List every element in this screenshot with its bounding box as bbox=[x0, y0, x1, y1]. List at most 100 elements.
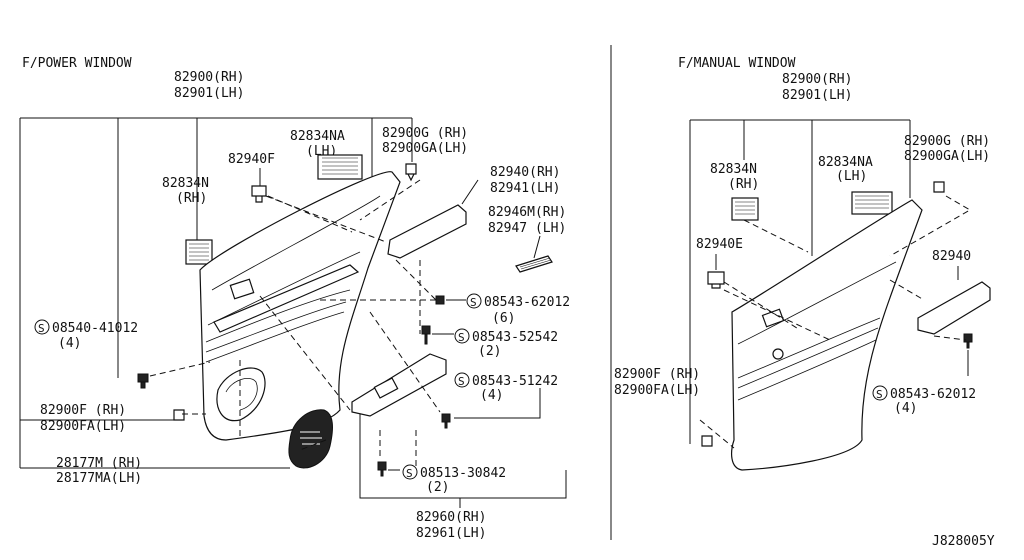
screw3-label: 08540-41012 bbox=[52, 321, 138, 336]
r-board-bracket-line bbox=[689, 119, 911, 444]
board-lh-label: 82901(LH) bbox=[174, 86, 244, 101]
window-switch bbox=[373, 377, 399, 399]
armrest-channel bbox=[213, 264, 360, 333]
clip-g-part bbox=[405, 163, 417, 182]
cover-leader bbox=[533, 235, 541, 259]
screw4-symbol bbox=[454, 372, 470, 388]
assembly-lines-right bbox=[699, 195, 971, 449]
grille-lh-label: 28177MA(LH) bbox=[56, 471, 142, 486]
screw5-symbol-letter: S bbox=[406, 467, 413, 480]
r-trim-molding bbox=[737, 317, 881, 401]
screw1-symbol bbox=[466, 293, 482, 309]
screw2-qty: (2) bbox=[478, 344, 501, 359]
armrest-part bbox=[387, 204, 467, 259]
screw2-label: 08543-52542 bbox=[472, 330, 558, 345]
screw3-symbol bbox=[34, 319, 50, 335]
clip-ga-lh-label: 82900GA(LH) bbox=[382, 141, 468, 156]
pad-n-hatch bbox=[189, 243, 209, 261]
armrest-lh-label: 82941(LH) bbox=[490, 181, 560, 196]
pad-na-hatch bbox=[322, 157, 358, 175]
r-clip-f-rh-label: 82900F (RH) bbox=[614, 367, 700, 382]
pad-na-part bbox=[317, 154, 363, 180]
screw4-label: 08543-51242 bbox=[472, 374, 558, 389]
pad-n-side-label: (RH) bbox=[176, 191, 207, 206]
board-bracket-line bbox=[19, 117, 413, 468]
speaker-grille-slot bbox=[300, 431, 322, 445]
screw4-part bbox=[441, 413, 451, 429]
screw1-label: 08543-62012 bbox=[484, 295, 570, 310]
r-pad-na-hatch bbox=[855, 195, 889, 209]
cover-rh-label: 82946M(RH) bbox=[488, 205, 566, 220]
cover-hatch bbox=[519, 257, 552, 270]
screw5-part bbox=[377, 461, 387, 477]
pad-n-label: 82834N bbox=[162, 176, 209, 191]
grille-rh-label: 28177M (RH) bbox=[56, 456, 142, 471]
speaker-grille-part bbox=[288, 409, 333, 469]
screw4-symbol-letter: S bbox=[458, 375, 465, 388]
r-pad-n-part bbox=[731, 197, 759, 221]
screw3-part bbox=[137, 373, 149, 389]
assembly-lines-left bbox=[149, 179, 441, 470]
screw2-symbol-letter: S bbox=[458, 331, 465, 344]
r-board-lh-label: 82901(LH) bbox=[782, 88, 852, 103]
trim-beltline bbox=[207, 251, 361, 326]
r-screw-symbol-letter: S bbox=[876, 388, 883, 401]
r-clip-g-rh-label: 82900G (RH) bbox=[904, 134, 990, 149]
power-window-title: F/POWER WINDOW bbox=[22, 56, 132, 71]
r-pad-n-side-label: (RH) bbox=[728, 177, 759, 192]
r-clip-fa-lh-label: 82900FA(LH) bbox=[614, 383, 700, 398]
screw5-label: 08513-30842 bbox=[420, 466, 506, 481]
trim-inner-line bbox=[211, 195, 381, 291]
screw3-qty: (4) bbox=[58, 336, 81, 351]
r-clip-g-part bbox=[933, 181, 945, 193]
power-window-section: F/POWER WINDOW 82900(RH) 82901(LH) 82834… bbox=[19, 56, 570, 541]
finisher-bracket bbox=[359, 414, 567, 499]
clip-fa-lh-label: 82900FA(LH) bbox=[40, 419, 126, 434]
clip-f-part bbox=[251, 185, 267, 203]
screw1-symbol-letter: S bbox=[470, 296, 477, 309]
r-pad-n-label: 82834N bbox=[710, 162, 757, 177]
r-pad-na-label: 82834NA bbox=[818, 155, 873, 170]
manual-window-section: F/MANUAL WINDOW 82900(RH) 82901(LH) 8290… bbox=[614, 56, 991, 471]
screw5-symbol bbox=[402, 464, 418, 480]
clip-f-rh-part bbox=[173, 409, 185, 421]
r-board-rh-label: 82900(RH) bbox=[782, 72, 852, 87]
manual-window-title: F/MANUAL WINDOW bbox=[678, 56, 796, 71]
screw4-qty: (4) bbox=[480, 388, 503, 403]
board-rh-label: 82900(RH) bbox=[174, 70, 244, 85]
screw4-leader bbox=[454, 388, 541, 419]
pull-handle-recess bbox=[229, 278, 255, 300]
pad-na-label: 82834NA bbox=[290, 129, 345, 144]
clip-g-rh-label: 82900G (RH) bbox=[382, 126, 468, 141]
trim-panel-molding bbox=[205, 289, 351, 363]
r-armrest-part bbox=[917, 281, 991, 335]
r-crank-mount bbox=[772, 348, 784, 360]
r-clip-e-label: 82940E bbox=[696, 237, 743, 252]
screw2-part bbox=[421, 325, 431, 345]
r-clip-ga-lh-label: 82900GA(LH) bbox=[904, 149, 990, 164]
r-pad-na-side-label: (LH) bbox=[836, 169, 867, 184]
armrest-rh-label: 82940(RH) bbox=[490, 165, 560, 180]
r-screw-label: 08543-62012 bbox=[890, 387, 976, 402]
clip-f-rh-label: 82900F (RH) bbox=[40, 403, 126, 418]
screw1-qty: (6) bbox=[492, 311, 515, 326]
armrest-leader bbox=[461, 179, 479, 205]
finisher-part bbox=[351, 353, 447, 417]
r-armrest-label: 82940 bbox=[932, 249, 971, 264]
r-pad-na-part bbox=[851, 191, 893, 215]
finisher-lh-label: 82961(LH) bbox=[416, 526, 486, 541]
r-clip-e-part bbox=[707, 271, 725, 289]
r-screw-qty: (4) bbox=[894, 401, 917, 416]
r-pad-n-hatch bbox=[735, 201, 755, 215]
r-screw-symbol bbox=[872, 385, 888, 401]
r-clip-f-part bbox=[701, 435, 713, 447]
screw1-part bbox=[435, 295, 445, 305]
r-trim-beltline bbox=[737, 261, 897, 345]
speaker-inner bbox=[225, 378, 258, 411]
screw2-symbol bbox=[454, 328, 470, 344]
cover-lh-label: 82947 (LH) bbox=[488, 221, 566, 236]
screw3-symbol-letter: S bbox=[38, 322, 45, 335]
finisher-rh-label: 82960(RH) bbox=[416, 510, 486, 525]
cover-part bbox=[515, 255, 553, 273]
